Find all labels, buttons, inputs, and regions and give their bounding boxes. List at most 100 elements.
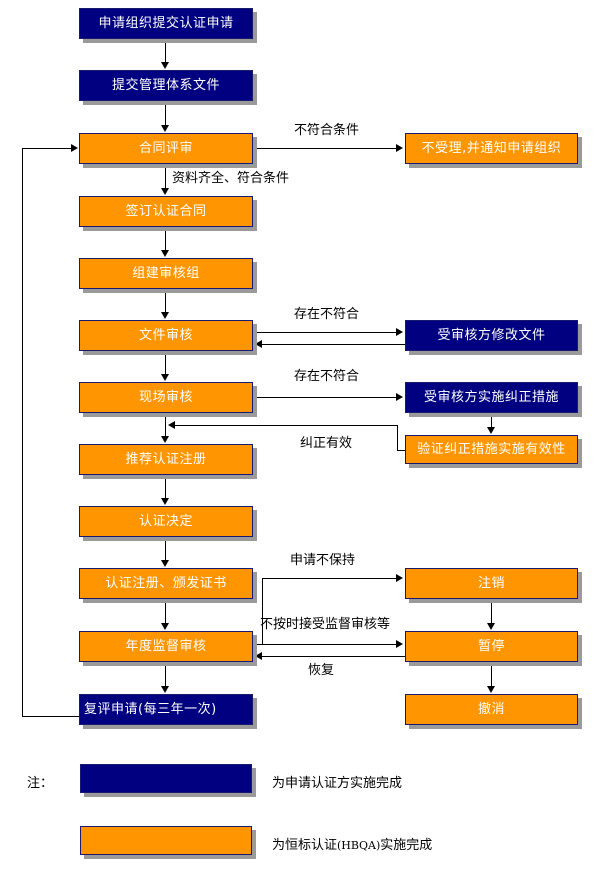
arrowhead-down bbox=[161, 436, 169, 443]
node-auditee-implements-corrective-actions: 受审核方实施纠正措施 bbox=[405, 382, 578, 413]
arrowhead-right bbox=[396, 574, 403, 582]
legend-text-certifier-suffix: 实施完成 bbox=[380, 838, 433, 853]
connector-onsite-audit-to-corrective-actions bbox=[253, 397, 397, 398]
edge-label-restore: 恢复 bbox=[308, 663, 335, 678]
legend-text-certifier: 为恒标认证(HBQA)实施完成 bbox=[272, 839, 432, 852]
node-label: 推荐认证注册 bbox=[125, 452, 207, 467]
legend-text-applicant: 为申请认证方实施完成 bbox=[272, 776, 403, 791]
connector-cancellation-to-suspension bbox=[491, 599, 492, 624]
arrowhead-right bbox=[71, 144, 78, 152]
node-auditee-revises-documents: 受审核方修改文件 bbox=[405, 320, 578, 351]
arrowhead-left bbox=[168, 421, 175, 429]
connector-n10-n11 bbox=[165, 599, 166, 624]
connector-contract-review-to-reject bbox=[253, 148, 397, 149]
edge-label-correction-effective: 纠正有效 bbox=[300, 436, 353, 451]
node-label: 撤消 bbox=[477, 702, 505, 717]
arrowhead-down bbox=[161, 62, 169, 69]
legend-text-certifier-code: (HBQA) bbox=[337, 839, 381, 852]
node-register-and-issue-certificate: 认证注册、颁发证书 bbox=[79, 568, 253, 599]
node-reassessment-application: 复评申请(每三年一次) bbox=[79, 694, 253, 725]
arrowhead-right bbox=[396, 393, 403, 401]
node-label: 签订认证合同 bbox=[125, 204, 207, 219]
arrowhead-left bbox=[255, 652, 262, 660]
connector-n6-n7 bbox=[165, 351, 166, 375]
arrowhead-right bbox=[396, 328, 403, 336]
connector-verify-loop-stub bbox=[397, 450, 406, 451]
arrowhead-down bbox=[487, 623, 495, 630]
connector-surveillance-to-cancellation-horizontal bbox=[262, 578, 397, 579]
connector-n4-n5 bbox=[165, 227, 166, 251]
connector-n1-n2 bbox=[165, 39, 166, 63]
legend-text-certifier-prefix: 为恒标认证 bbox=[272, 838, 338, 853]
node-cancellation: 注销 bbox=[405, 568, 578, 599]
node-label: 合同评审 bbox=[138, 141, 193, 156]
connector-document-review-to-revise bbox=[253, 332, 397, 333]
node-document-review: 文件审核 bbox=[79, 320, 253, 351]
node-recommend-certification-registration: 推荐认证注册 bbox=[79, 444, 253, 475]
node-label: 组建审核组 bbox=[132, 266, 200, 281]
node-label: 注销 bbox=[477, 576, 505, 591]
node-onsite-audit: 现场审核 bbox=[79, 382, 253, 413]
edge-label-nonconformity-documents: 存在不符合 bbox=[294, 307, 360, 322]
node-annual-surveillance-audit: 年度监督审核 bbox=[79, 631, 253, 662]
node-withdrawal: 撤消 bbox=[405, 694, 578, 725]
node-contract-review: 合同评审 bbox=[79, 133, 253, 164]
arrowhead-down bbox=[161, 250, 169, 257]
arrowhead-down bbox=[161, 188, 169, 195]
node-label: 复评申请(每三年一次) bbox=[84, 702, 217, 717]
connector-reassessment-loop-top bbox=[22, 148, 72, 149]
node-label: 验证纠正措施实施有效性 bbox=[417, 442, 566, 457]
node-label: 申请组织提交认证申请 bbox=[98, 16, 234, 31]
connector-n7-n8 bbox=[165, 413, 166, 437]
node-suspension: 暂停 bbox=[405, 631, 578, 662]
edge-label-complete-and-conforming: 资料齐全、符合条件 bbox=[172, 171, 290, 186]
connector-reassessment-loop-bottom bbox=[22, 716, 80, 717]
arrowhead-left bbox=[255, 340, 262, 348]
arrowhead-right bbox=[396, 640, 403, 648]
arrowhead-down bbox=[487, 686, 495, 693]
connector-reassessment-loop-vertical bbox=[22, 148, 23, 717]
arrowhead-down bbox=[161, 686, 169, 693]
connector-suspension-to-withdrawal bbox=[491, 662, 492, 687]
arrowhead-right bbox=[396, 144, 403, 152]
connector-surveillance-to-cancellation-vertical bbox=[262, 578, 263, 644]
connector-n9-n10 bbox=[165, 537, 166, 561]
node-label: 受审核方实施纠正措施 bbox=[423, 390, 559, 405]
connector-n5-n6 bbox=[165, 289, 166, 313]
arrowhead-down bbox=[487, 427, 495, 434]
arrowhead-down bbox=[161, 312, 169, 319]
edge-label-not-meeting-conditions: 不符合条件 bbox=[294, 123, 360, 138]
node-label: 认证注册、颁发证书 bbox=[105, 576, 227, 591]
edge-label-application-not-maintained: 申请不保持 bbox=[290, 553, 356, 568]
connector-n3-n4 bbox=[165, 164, 166, 189]
node-submit-management-system-documents: 提交管理体系文件 bbox=[79, 70, 253, 101]
node-label: 暂停 bbox=[477, 639, 505, 654]
edge-label-not-accepting-surveillance: 不按时接受监督审核等 bbox=[260, 617, 391, 632]
legend-swatch-applicant bbox=[80, 764, 252, 793]
connector-verify-loop-vertical bbox=[397, 425, 398, 450]
arrowhead-down bbox=[161, 125, 169, 132]
node-submit-certification-application: 申请组织提交认证申请 bbox=[79, 8, 253, 39]
node-label: 认证决定 bbox=[138, 514, 193, 529]
node-sign-certification-contract: 签订认证合同 bbox=[79, 196, 253, 227]
connector-corrective-actions-to-verify bbox=[491, 413, 492, 428]
arrowhead-down bbox=[161, 498, 169, 505]
node-label: 受审核方修改文件 bbox=[437, 328, 546, 343]
connector-revise-back-to-document-review bbox=[262, 344, 405, 345]
node-reject-and-notify-applicant: 不受理,并通知申请组织 bbox=[405, 133, 578, 164]
connector-surveillance-to-suspension bbox=[253, 644, 397, 645]
node-label: 文件审核 bbox=[138, 328, 193, 343]
node-label: 不受理,并通知申请组织 bbox=[421, 141, 562, 156]
legend-swatch-certifier bbox=[80, 826, 252, 855]
node-verify-corrective-action-effectiveness: 验证纠正措施实施有效性 bbox=[405, 435, 578, 464]
connector-suspension-back-to-surveillance bbox=[262, 656, 405, 657]
connector-verify-loop-horizontal bbox=[175, 425, 398, 426]
connector-n8-n9 bbox=[165, 475, 166, 499]
node-label: 年度监督审核 bbox=[125, 639, 207, 654]
edge-label-nonconformity-onsite: 存在不符合 bbox=[294, 369, 360, 384]
arrowhead-down bbox=[161, 623, 169, 630]
connector-n11-n12 bbox=[165, 662, 166, 687]
arrowhead-down bbox=[161, 560, 169, 567]
legend-note-label: 注： bbox=[27, 776, 54, 791]
